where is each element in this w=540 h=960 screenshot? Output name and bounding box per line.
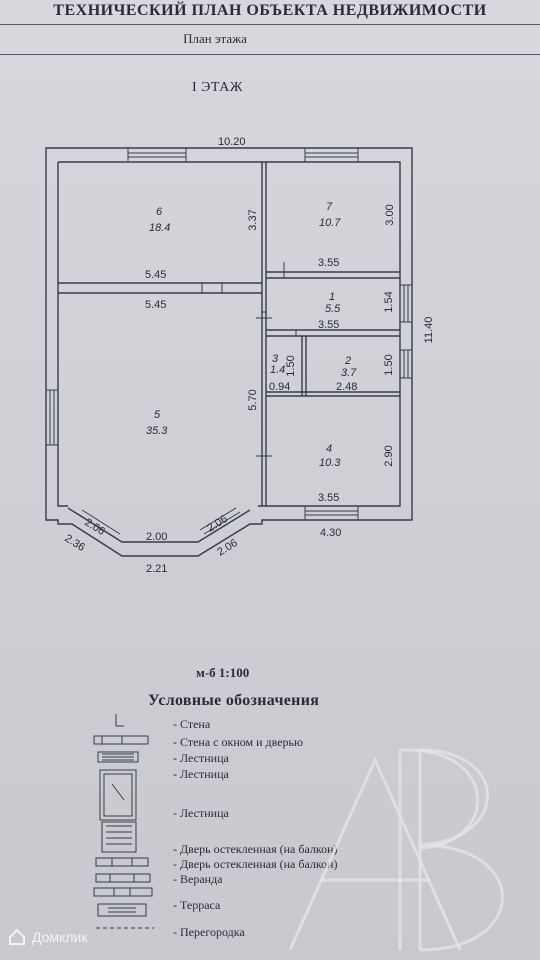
document-subtitle: План этажа xyxy=(183,31,247,46)
room-7-number: 7 xyxy=(326,201,333,213)
room-1-area: 5.5 xyxy=(325,303,341,315)
header-rule xyxy=(0,24,540,25)
room-4-number: 4 xyxy=(326,443,332,455)
dim-room3-height: 1.50 xyxy=(285,355,297,376)
legend-item-stairs-2: - Лестница xyxy=(173,767,229,781)
dim-room3-width: 0.94 xyxy=(269,381,290,393)
dim-overall-width: 10.20 xyxy=(218,136,246,148)
legend-item-veranda: - Веранда xyxy=(173,872,223,886)
domclick-brand-text: Домклик xyxy=(32,929,88,945)
dim-room2-height: 1.50 xyxy=(383,354,395,375)
legend-item-glazed-door-2: - Дверь остекленная (на балкон) xyxy=(173,857,338,871)
legend-item-stairs-1: - Лестница xyxy=(173,751,229,765)
ab-monogram-watermark xyxy=(288,748,504,952)
dim-room7-width: 3.55 xyxy=(318,257,339,269)
room-7-area: 10.7 xyxy=(319,217,341,229)
room-4-area: 10.3 xyxy=(319,457,341,469)
dim-room4-height: 2.90 xyxy=(383,445,395,466)
dim-bay-right-outer: 2.06 xyxy=(215,537,240,559)
domclick-watermark: Домклик xyxy=(8,928,87,946)
dim-room1-height: 1.54 xyxy=(383,291,395,312)
house-logo-icon xyxy=(9,928,25,945)
dim-room1-width: 3.55 xyxy=(318,319,339,331)
legend-item-partition: - Перегородка xyxy=(173,925,245,939)
dim-room4-width: 3.55 xyxy=(318,492,339,504)
legend-item-wall: - Стена xyxy=(173,717,211,731)
room-2-area: 3.7 xyxy=(341,367,357,379)
windows xyxy=(46,148,412,539)
header-rule-bottom xyxy=(0,54,540,55)
scale-label: м-б 1:100 xyxy=(196,665,250,680)
dim-bay-left-diag: 2.06 xyxy=(82,516,107,538)
walls xyxy=(45,147,413,557)
doors xyxy=(201,262,297,457)
room-3-number: 3 xyxy=(272,353,279,365)
dim-bay-bottom: 2.21 xyxy=(146,563,167,575)
room-2-number: 2 xyxy=(344,355,351,367)
dim-room6-width: 5.45 xyxy=(145,269,166,281)
room-3-area: 1.4 xyxy=(270,364,285,376)
dim-room5-width: 5.45 xyxy=(145,299,166,311)
legend-item-stairs-3: - Лестница xyxy=(173,806,229,820)
legend-symbols xyxy=(93,714,154,929)
dim-room6-height: 3.37 xyxy=(247,209,259,230)
dim-room5-height: 5.70 xyxy=(247,389,259,410)
dim-bay-mid: 2.00 xyxy=(146,531,167,543)
legend-item-wall-window-door: - Стена с окном и дверью xyxy=(173,735,303,749)
document-title: ТЕХНИЧЕСКИЙ ПЛАН ОБЪЕКТА НЕДВИЖИМОСТИ xyxy=(53,2,487,19)
room-1-number: 1 xyxy=(329,291,335,303)
room-5-area: 35.3 xyxy=(146,425,168,437)
legend-item-glazed-door-1: - Дверь остекленная (на балкон) xyxy=(173,842,338,856)
room-6-number: 6 xyxy=(156,206,163,218)
dim-room7-height: 3.00 xyxy=(384,204,396,225)
dim-bay-right-diag: 2.06 xyxy=(205,513,230,535)
dim-room2-width: 2.48 xyxy=(336,381,357,393)
dim-bottom-right: 4.30 xyxy=(320,527,341,539)
floor-label: I ЭТАЖ xyxy=(192,80,243,95)
legend-item-terrace: - Терраса xyxy=(173,898,221,912)
dim-bay-left-outer: 2.36 xyxy=(62,532,87,554)
room-6-area: 18.4 xyxy=(149,222,170,234)
room-5-number: 5 xyxy=(154,409,161,421)
legend-title: Условные обозначения xyxy=(148,692,320,709)
dim-overall-height: 11.40 xyxy=(423,317,435,344)
floor-plan: 10.20 11.40 6 18.4 3.37 5.45 7 10.7 3.00… xyxy=(45,136,435,575)
